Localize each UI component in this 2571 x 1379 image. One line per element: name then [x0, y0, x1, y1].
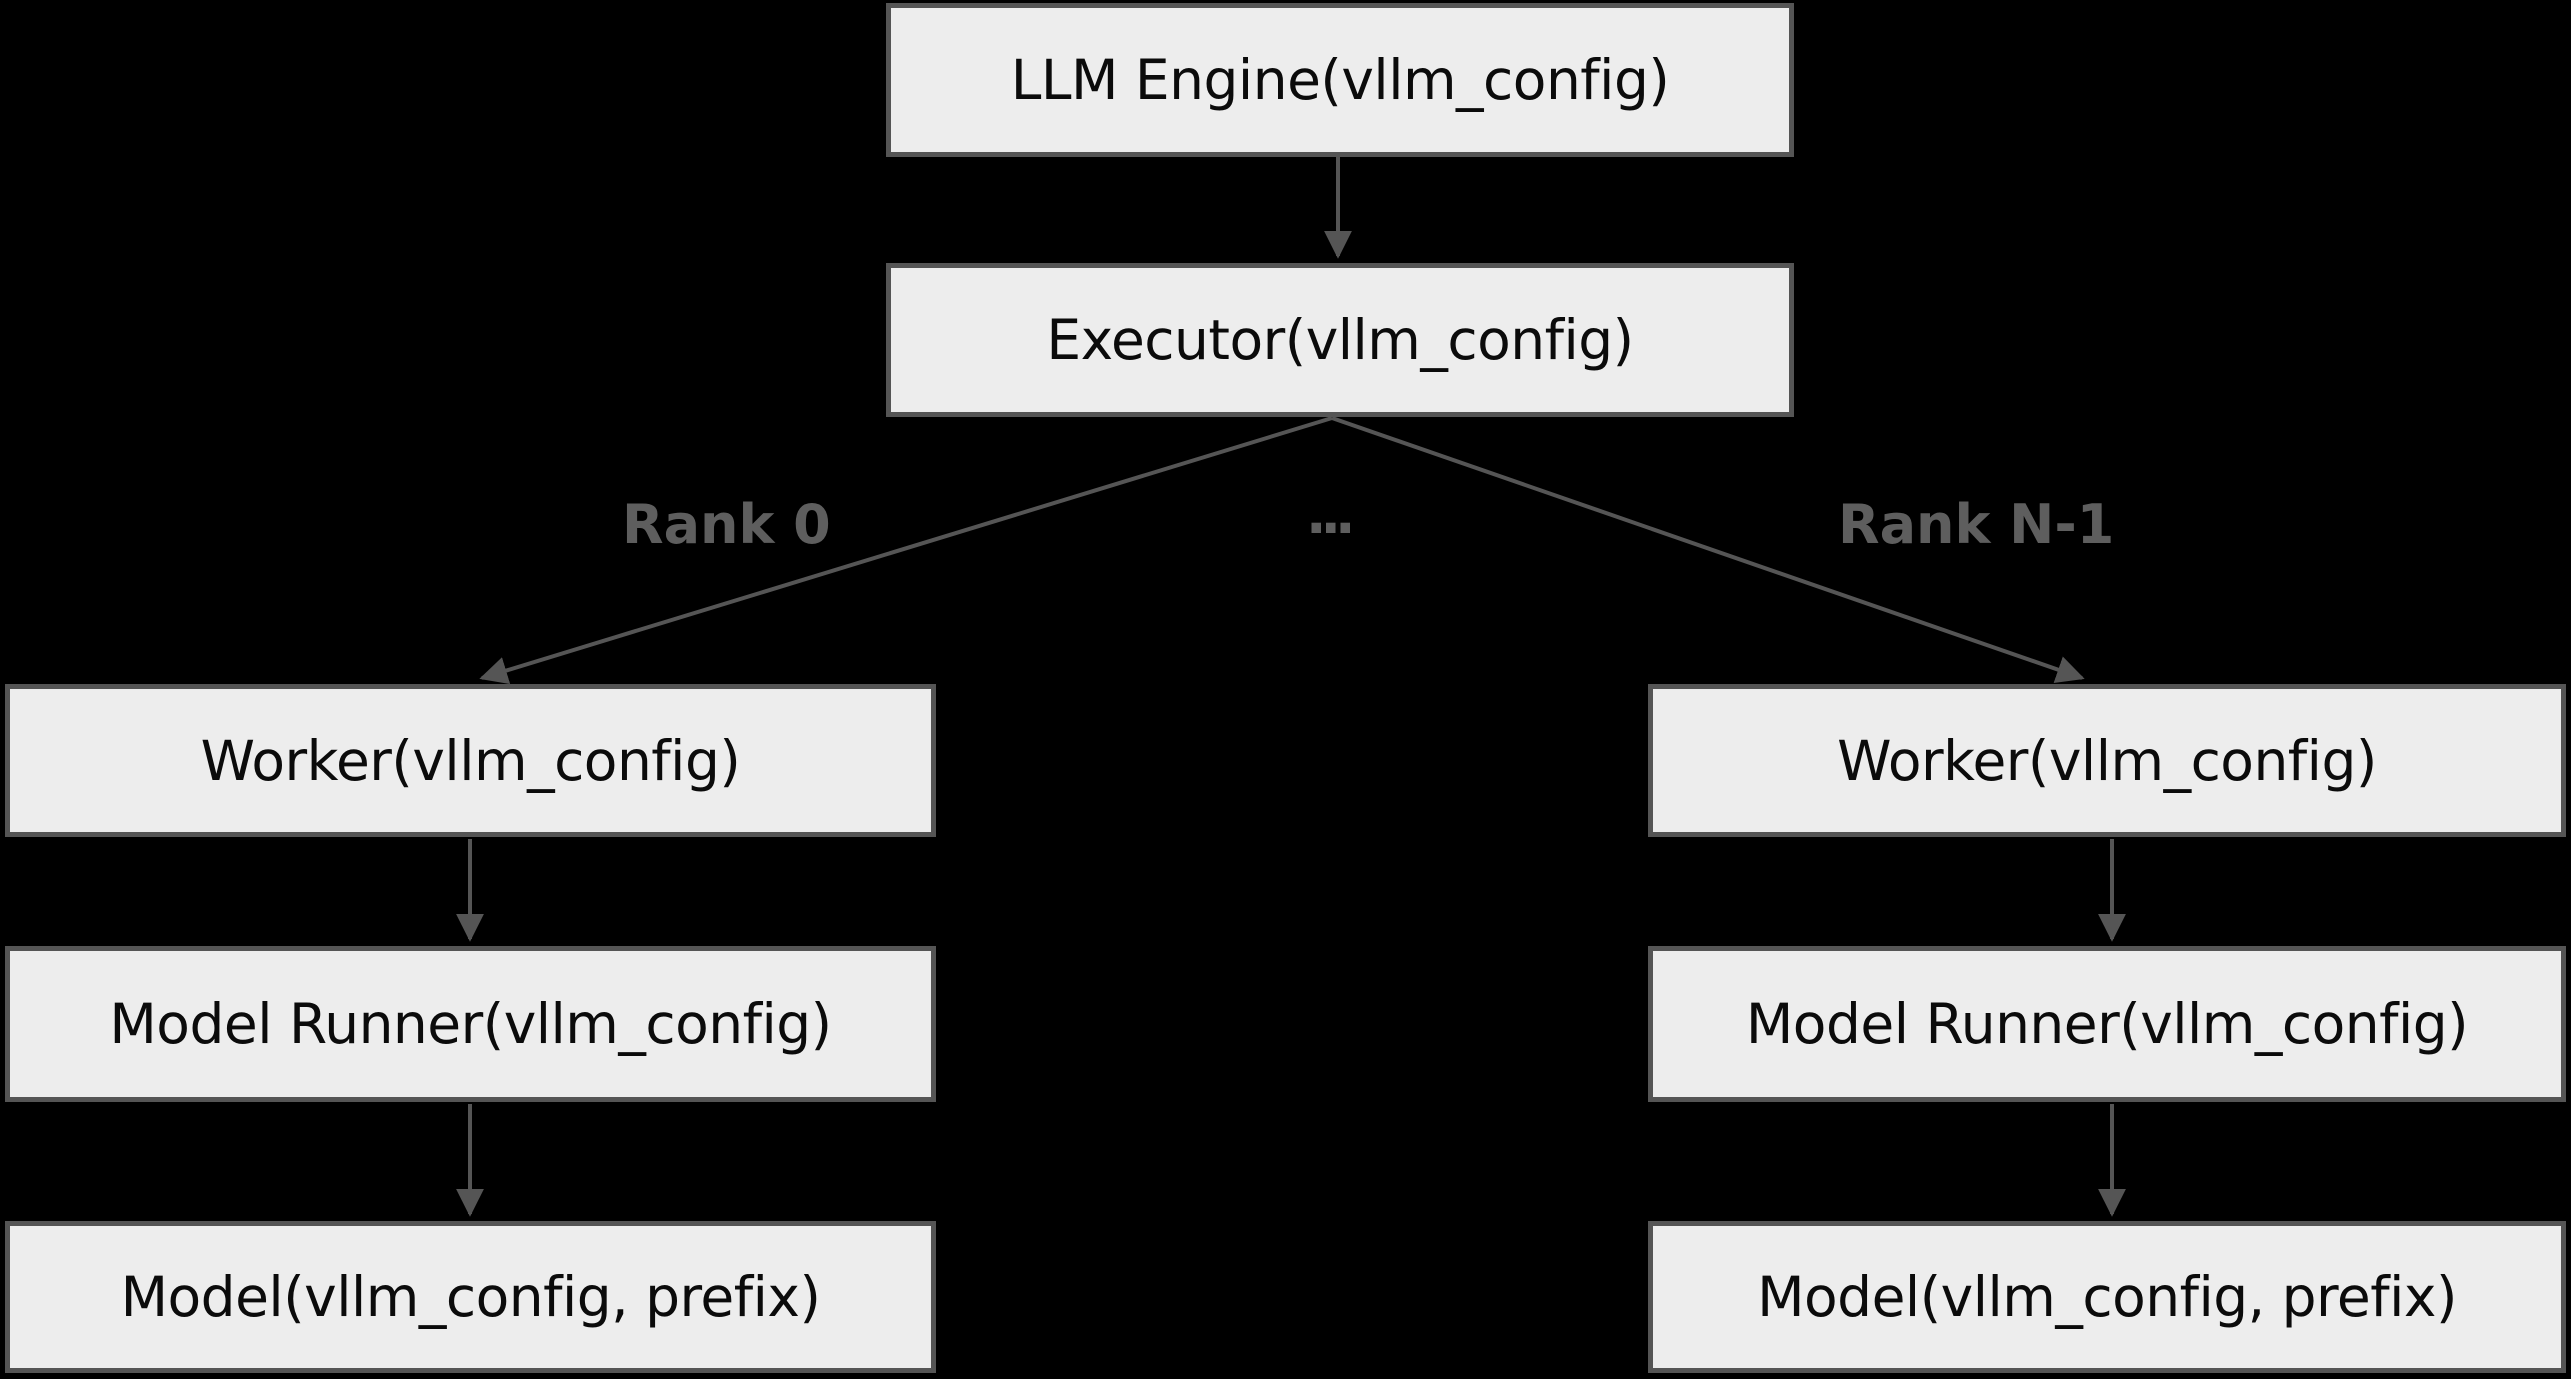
edge-executor-to-worker-left: [479, 416, 1333, 685]
node-model-rank-n: Model(vllm_config, prefix): [1648, 1221, 2566, 1373]
node-model-runner-rank-n: Model Runner(vllm_config): [1648, 946, 2566, 1102]
node-executor-label: Executor(vllm_config): [1046, 308, 1634, 372]
node-worker-rank0: Worker(vllm_config): [5, 684, 936, 837]
edge-label-ellipsis: ...: [1306, 483, 1355, 546]
node-model-runner-rank-n-label: Model Runner(vllm_config): [1745, 992, 2469, 1056]
node-model-rank-n-label: Model(vllm_config, prefix): [1757, 1265, 2457, 1329]
node-executor: Executor(vllm_config): [886, 263, 1794, 417]
node-llm-engine: LLM Engine(vllm_config): [886, 3, 1794, 157]
edge-label-rank-0: Rank 0: [622, 493, 831, 556]
node-model-runner-rank0-label: Model Runner(vllm_config): [109, 992, 832, 1056]
node-model-runner-rank0: Model Runner(vllm_config): [5, 946, 936, 1102]
node-worker-rank0-label: Worker(vllm_config): [200, 728, 741, 793]
node-model-rank0: Model(vllm_config, prefix): [5, 1221, 936, 1373]
edge-label-rank-n-1: Rank N-1: [1838, 493, 2115, 556]
node-worker-rank-n: Worker(vllm_config): [1648, 684, 2566, 837]
node-model-rank0-label: Model(vllm_config, prefix): [120, 1265, 821, 1329]
node-worker-rank-n-label: Worker(vllm_config): [1837, 728, 2377, 793]
edge-executor-to-worker-right: [1331, 416, 2085, 683]
node-llm-engine-label: LLM Engine(vllm_config): [1010, 48, 1670, 112]
